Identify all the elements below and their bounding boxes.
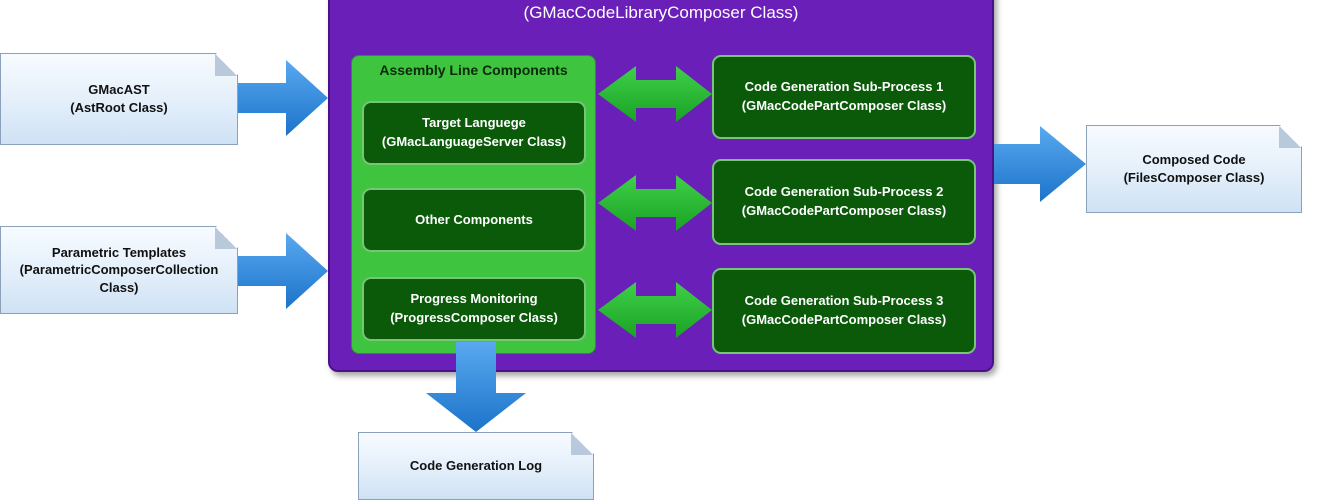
input-gmacast-line-1: GMacAST — [88, 82, 150, 98]
component-other-line-1: Other Components — [415, 211, 533, 227]
input-parametric-line-1: Parametric Templates — [51, 244, 187, 260]
component-target-language: Target Languege (GMacLanguageServer Clas… — [362, 101, 586, 165]
output-arrow — [994, 126, 1086, 202]
subprocess-1: Code Generation Sub-Process 1 (GMacCodeP… — [712, 55, 976, 139]
subprocess-3-line-1: Code Generation Sub-Process 3 — [744, 293, 944, 309]
code-generation-log-label: Code Generation Log — [409, 458, 543, 474]
input-parametric-line-2: (ParametricComposerCollection — [19, 262, 219, 278]
input-gmacast-doc: GMacAST (AstRoot Class) — [0, 53, 238, 145]
component-progress-line-1: Progress Monitoring — [410, 291, 538, 307]
output-composed-code-doc: Composed Code (FilesComposer Class) — [1086, 125, 1302, 213]
subprocess-1-line-1: Code Generation Sub-Process 1 — [744, 79, 944, 95]
subprocess-2-line-2: (GMacCodePartComposer Class) — [741, 203, 947, 218]
main-container-title: (GMacCodeLibraryComposer Class) — [523, 3, 799, 22]
input-arrow-2 — [238, 233, 328, 309]
subprocess-1-line-2: (GMacCodePartComposer Class) — [741, 98, 947, 113]
subprocess-2-line-1: Code Generation Sub-Process 2 — [744, 184, 944, 200]
assembly-line-title: Assembly Line Components — [379, 62, 568, 78]
subprocess-3: Code Generation Sub-Process 3 (GMacCodeP… — [712, 268, 976, 354]
bidirectional-arrow-1 — [598, 66, 712, 122]
input-parametric-line-3: Class) — [99, 279, 139, 295]
output-composed-line-2: (FilesComposer Class) — [1123, 170, 1265, 185]
code-generation-log-doc: Code Generation Log — [358, 432, 594, 500]
subprocess-3-line-2: (GMacCodePartComposer Class) — [741, 312, 947, 327]
component-progress-monitoring: Progress Monitoring (ProgressComposer Cl… — [362, 277, 586, 341]
input-arrow-1 — [238, 60, 328, 136]
component-target-language-line-1: Target Languege — [422, 115, 526, 131]
component-target-language-line-2: (GMacLanguageServer Class) — [381, 134, 567, 149]
component-progress-line-2: (ProgressComposer Class) — [390, 310, 558, 325]
bidirectional-arrow-2 — [598, 175, 712, 231]
log-arrow — [426, 342, 526, 432]
input-gmacast-line-2: (AstRoot Class) — [70, 100, 168, 115]
subprocess-2: Code Generation Sub-Process 2 (GMacCodeP… — [712, 159, 976, 245]
input-parametric-templates-doc: Parametric Templates (ParametricComposer… — [0, 226, 238, 314]
bidirectional-arrow-3 — [598, 282, 712, 338]
output-composed-line-1: Composed Code — [1142, 152, 1246, 168]
component-other: Other Components — [362, 188, 586, 252]
